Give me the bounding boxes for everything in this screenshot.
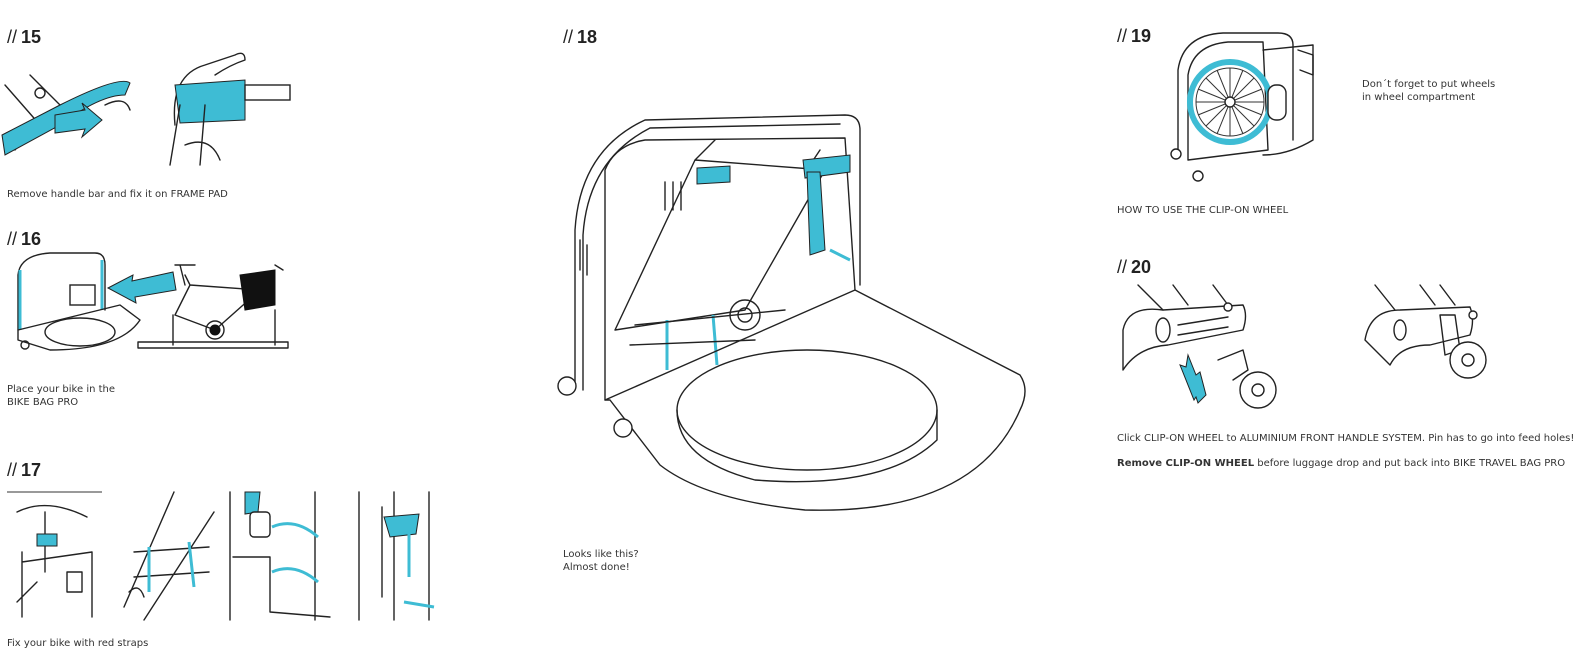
step-17-slashes: // [7,460,18,480]
step-20-heading: //20 [1117,257,1151,278]
step-20-clip-on-illustration [1122,284,1277,409]
step-15-heading: //15 [7,27,41,48]
step-19-caption: HOW TO USE THE CLIP-ON WHEEL [1117,205,1289,216]
step-15-handlebar-illustration [1,74,131,156]
step-18-caption-line-1: Looks like this? [563,549,639,560]
step-18-bike-in-bag-illustration [557,114,1026,511]
step-17-number: 17 [21,460,42,480]
step-17-strap-illustration-4 [358,491,435,621]
step-15-number: 15 [21,27,42,47]
step-16-caption-line-2: BIKE BAG PRO [7,397,79,408]
step-18-caption-line-2: Almost done! [563,562,630,573]
step-19-heading: //19 [1117,26,1151,47]
step-18-slashes: // [563,27,574,47]
step-15-caption: Remove handle bar and fix it on FRAME PA… [7,189,228,200]
step-17-strap-illustration-2 [123,491,215,621]
step-19-note-line-1: Don´t forget to put wheels [1362,79,1496,90]
step-15-slashes: // [7,27,18,47]
step-20-attached-wheel-illustration [1364,284,1487,379]
step-19-wheel-compartment-illustration [1170,32,1314,182]
step-20-caption-2-bold: Remove CLIP-ON WHEEL [1117,458,1255,469]
step-16-bike-illustration [137,264,289,349]
step-17-caption: Fix your bike with red straps [7,638,149,649]
step-17-strap-illustration-3 [229,491,331,621]
step-18-number: 18 [577,27,598,47]
step-16-number: 16 [21,229,42,249]
step-20-number: 20 [1131,257,1152,277]
step-19-number: 19 [1131,26,1152,46]
step-16-caption-line-1: Place your bike in the [7,384,116,395]
step-20-caption-2: Remove CLIP-ON WHEEL before luggage drop… [1117,457,1565,470]
step-19-note-line-2: in wheel compartment [1362,92,1476,103]
step-20-caption-2-rest: before luggage drop and put back into BI… [1254,458,1566,469]
step-20-caption: Click CLIP-ON WHEEL to ALUMINIUM FRONT H… [1117,433,1575,444]
step-17-heading: //17 [7,460,41,481]
step-17-strap-illustration-1 [7,491,102,618]
step-19-slashes: // [1117,26,1128,46]
step-15-framepad-illustration [169,52,291,166]
step-16-bag-illustration [17,252,141,351]
step-16-heading: //16 [7,229,41,250]
step-16-arrow-icon [106,271,177,304]
step-18-heading: //18 [563,27,597,48]
step-16-slashes: // [7,229,18,249]
step-20-slashes: // [1117,257,1128,277]
